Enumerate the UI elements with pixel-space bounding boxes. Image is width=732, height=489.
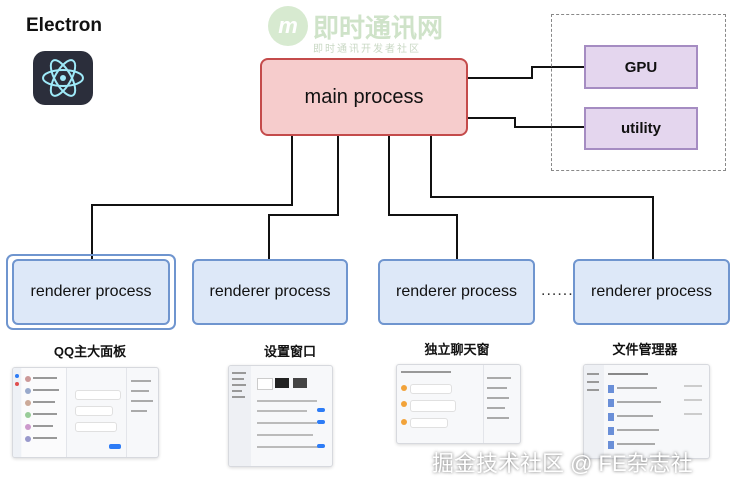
main-process-label: main process — [304, 85, 424, 108]
settings-window-thumbnail — [228, 365, 333, 467]
renderer-process-box-1: renderer process — [12, 259, 170, 325]
watermark-logo-text: 即时通讯网 — [313, 13, 444, 43]
qq-main-panel-thumbnail — [12, 367, 159, 458]
line-main-r3 — [388, 136, 458, 259]
renderer-highlight-frame — [6, 254, 176, 330]
watermark-logo-icon: m — [268, 6, 308, 46]
caption-chat-window: 独立聊天窗 — [424, 342, 490, 357]
utility-label: utility — [621, 120, 661, 137]
line-main-gpu — [468, 66, 584, 79]
renderer-label: renderer process — [396, 283, 517, 300]
watermark-logo-subtitle: 即时通讯开发者社区 — [313, 44, 421, 55]
ellipsis: ...... — [541, 282, 574, 299]
line-main-r1 — [91, 136, 293, 259]
watermark-text: 掘金技术社区 @ FE杂志社 — [432, 451, 693, 476]
chat-window-thumbnail — [396, 364, 521, 444]
electron-logo-icon — [33, 51, 93, 105]
line-main-r2 — [268, 136, 339, 259]
caption-settings-window: 设置窗口 — [263, 344, 316, 359]
gpu-process-box: GPU — [584, 45, 698, 89]
utility-process-box: utility — [584, 107, 698, 150]
file-manager-thumbnail — [583, 364, 710, 459]
gpu-label: GPU — [624, 58, 658, 76]
utility-process-group — [551, 14, 726, 171]
brand-title: Electron — [26, 15, 103, 36]
renderer-process-box-3: renderer process — [378, 259, 535, 325]
line-main-utility — [468, 117, 584, 128]
caption-file-manager: 文件管理器 — [612, 342, 678, 357]
renderer-process-box-2: renderer process — [192, 259, 348, 325]
renderer-process-box-4: renderer process — [573, 259, 730, 325]
renderer-label: renderer process — [591, 283, 712, 300]
line-main-r4 — [430, 136, 654, 259]
renderer-label: renderer process — [209, 283, 331, 300]
main-process-box: main process — [260, 58, 468, 136]
caption-qq-main-panel: QQ主大面板 — [53, 344, 127, 359]
renderer-label: renderer process — [30, 283, 152, 300]
